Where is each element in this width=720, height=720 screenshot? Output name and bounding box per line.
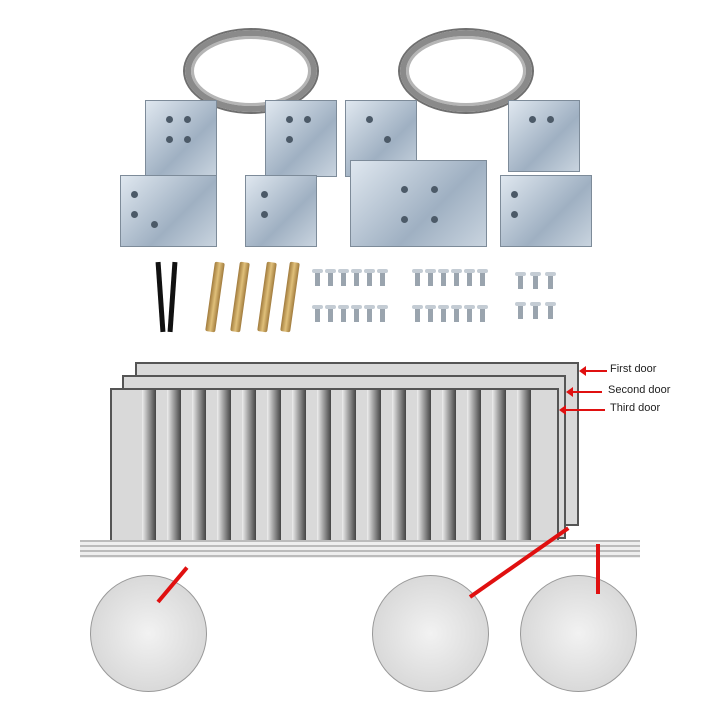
label-first-door: First door <box>610 363 657 375</box>
bracket-angle-4 <box>500 175 592 247</box>
anchor-bolt-1 <box>205 261 225 333</box>
rubber-strip-1 <box>155 261 166 333</box>
detail-circle-left <box>90 575 207 692</box>
anchor-bolt-3 <box>257 261 277 333</box>
rubber-strip-2 <box>167 261 178 333</box>
cable-coil-left <box>185 30 317 112</box>
floor-track <box>80 540 640 558</box>
third-door <box>110 388 559 552</box>
bracket-top-4 <box>508 100 580 172</box>
anchor-bolt-2 <box>230 261 250 333</box>
cable-coil-right <box>400 30 532 112</box>
label-second-door: Second door <box>608 384 671 396</box>
bracket-top-1 <box>145 100 217 177</box>
arrow-first-door <box>579 366 607 376</box>
bracket-angle-3 <box>350 160 487 247</box>
detail-circle-right <box>520 575 637 692</box>
label-third-door: Third door <box>610 402 661 414</box>
bracket-angle-2 <box>245 175 317 247</box>
bracket-top-2 <box>265 100 337 177</box>
anchor-bolt-4 <box>280 261 300 333</box>
arrow-second-door <box>566 387 602 397</box>
callout-line-right <box>596 544 600 594</box>
arrow-third-door <box>559 405 605 415</box>
bracket-angle-1 <box>120 175 217 247</box>
